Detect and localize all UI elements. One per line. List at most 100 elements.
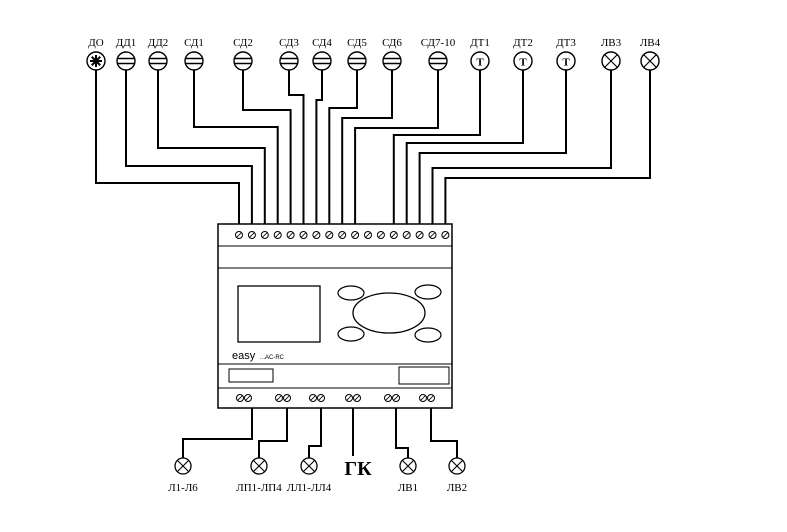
sensor-label: ДТ1 — [470, 37, 490, 49]
load-лв2: ЛВ2 — [447, 457, 467, 494]
top-terminal-screw — [351, 231, 360, 239]
sensor-symbol — [233, 51, 253, 71]
wire-сд2 — [242, 70, 292, 231]
wire-л1-л6 — [182, 402, 253, 458]
sensor-symbol — [382, 51, 402, 71]
top-terminal-screw — [441, 231, 450, 239]
bottom-terminal-screw — [345, 394, 353, 402]
sensor-label: ДТ2 — [513, 37, 533, 49]
wire-сд6 — [341, 70, 393, 231]
load-label: ЛП1-ЛП4 — [236, 482, 282, 494]
sensor-сд6: СД6 — [382, 37, 402, 71]
sensor-symbol — [513, 51, 533, 71]
top-terminal-screw — [338, 231, 347, 239]
wire-лв4 — [444, 70, 651, 231]
top-terminal-screw — [402, 231, 411, 239]
sensor-сд3: СД3 — [279, 37, 299, 71]
top-terminal-screw — [364, 231, 372, 239]
wire-сд4 — [315, 70, 323, 231]
bottom-terminal-screw — [244, 394, 252, 402]
bottom-terminal-screw — [283, 394, 291, 402]
sensor-label: СД6 — [382, 37, 402, 49]
bottom-terminal-strip — [236, 394, 435, 402]
bottom-terminal-screw — [392, 394, 400, 402]
sensor-label: СД4 — [312, 37, 332, 49]
sensor-symbol — [470, 51, 490, 71]
controller-model: ...AC-RC — [260, 355, 285, 361]
top-terminal-strip — [235, 231, 450, 239]
top-terminal-screw — [247, 231, 256, 239]
top-terminal-screw — [312, 231, 321, 239]
sensor-label: ДТ3 — [556, 37, 576, 49]
wire-дт3 — [418, 70, 567, 231]
sensor-лв4: ЛВ4 — [640, 37, 661, 71]
sensor-symbol — [148, 51, 168, 71]
sensor-сд7-10: СД7-10 — [421, 37, 456, 71]
wire-дт1 — [392, 70, 481, 231]
wire-лв2 — [430, 402, 458, 458]
top-terminal-screw — [273, 231, 282, 239]
wire-лл1-лл4 — [308, 402, 322, 458]
sensor-до: ДО — [86, 37, 106, 71]
sensor-symbol — [279, 51, 299, 71]
controller-brand: easy — [232, 350, 256, 362]
sensor-label: СД1 — [184, 37, 204, 49]
sensor-сд2: СД2 — [233, 37, 253, 71]
sensor-symbol — [347, 51, 367, 71]
bottom-terminal-screw — [384, 394, 392, 402]
top-terminal-screw — [415, 231, 424, 239]
sensor-label: ЛВ4 — [640, 37, 661, 49]
sensor-label: СД5 — [347, 37, 367, 49]
sensor-symbol — [428, 51, 448, 71]
sensor-сд4: СД4 — [312, 37, 332, 71]
bottom-terminal-screw — [236, 394, 244, 402]
sensor-label: СД3 — [279, 37, 299, 49]
wire-лв3 — [431, 70, 612, 231]
top-terminal-screw — [325, 231, 334, 239]
sensor-дд1: ДД1 — [116, 37, 136, 71]
wire-лв1 — [395, 402, 409, 458]
sensor-сд1: СД1 — [184, 37, 204, 71]
sensor-symbol — [312, 51, 332, 71]
bottom-terminal-screw — [353, 394, 361, 402]
sensor-дд2: ДД2 — [148, 37, 169, 71]
lcd-display — [237, 285, 321, 343]
load-label: ЛВ2 — [447, 482, 467, 494]
wire-сд3 — [288, 70, 305, 231]
sensor-label: ДД2 — [148, 37, 169, 49]
navigation-wheel — [352, 292, 426, 334]
bottom-terminal-screw — [275, 394, 283, 402]
top-terminal-screw — [428, 231, 437, 239]
load-label: ЛВ1 — [398, 482, 418, 494]
button-lower-left — [337, 326, 365, 342]
load-лп1-лп4: ЛП1-ЛП4 — [236, 457, 282, 494]
load-л1-л6: Л1-Л6 — [168, 457, 198, 494]
wire-до — [95, 70, 240, 231]
bottom-terminal-screw — [309, 394, 317, 402]
wire-дд2 — [157, 70, 266, 231]
button-upper-left — [337, 285, 365, 301]
button-upper-right — [414, 284, 442, 300]
wire-сд5 — [328, 70, 358, 231]
sensor-label: ДО — [88, 37, 104, 49]
top-terminal-screw — [260, 231, 269, 239]
load-лл1-лл4: ЛЛ1-ЛЛ4 — [287, 457, 332, 494]
t-symbol-text: T — [476, 57, 484, 69]
sensor-label: ЛВ3 — [601, 37, 622, 49]
easy-controller: easy ...AC-RC — [217, 223, 453, 409]
t-symbol-text: T — [562, 57, 570, 69]
load-label: ЛЛ1-ЛЛ4 — [287, 482, 332, 494]
load-лв1: ЛВ1 — [398, 457, 418, 494]
sensor-сд5: СД5 — [347, 37, 367, 71]
wire-дт2 — [405, 70, 524, 231]
bottom-terminal-screw — [419, 394, 427, 402]
load-label: ГК — [344, 458, 372, 480]
top-terminal-screw — [235, 231, 243, 239]
wire-сд7-10 — [354, 70, 439, 231]
right-label-slot — [398, 366, 450, 385]
